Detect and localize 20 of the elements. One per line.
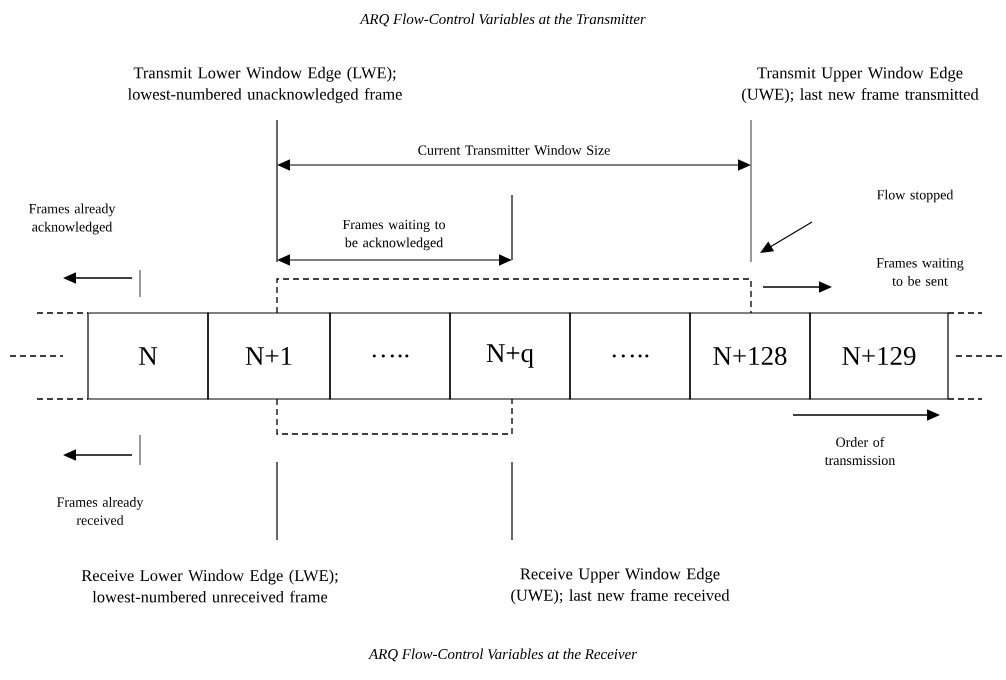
label: Frames already received <box>57 497 144 525</box>
label: Frames already acknowledged <box>29 203 116 235</box>
label: Receive Lower Window Edge (LWE); lowest-numbered unreceived frame <box>81 569 338 603</box>
frame-cell: N+1 <box>207 312 331 400</box>
frame-cell: ….. <box>329 312 451 400</box>
frame-cell: ….. <box>569 312 691 400</box>
title: ARQ Flow-Control Variables at the Transmitter <box>359 13 646 27</box>
label: Flow stopped <box>877 189 954 203</box>
frame-cell: N+129 <box>809 312 949 400</box>
label: Frames waiting to be acknowledged <box>342 219 445 251</box>
caption: ARQ Flow-Control Variables at the Receiver <box>368 648 638 662</box>
label: Order of transmission <box>824 436 896 466</box>
label: Frames waiting to be sent <box>876 258 964 286</box>
frame-cell: N+128 <box>689 312 811 400</box>
frame-cell: N+q <box>449 312 571 400</box>
label: Transmit Upper Window Edge (UWE); last new frame transmitted <box>742 66 979 104</box>
label: Receive Upper Window Edge (UWE); last new frame received <box>511 567 730 605</box>
label: Current Transmitter Window Size <box>418 145 610 155</box>
frame-cell: N <box>87 312 209 400</box>
label: Transmit Lower Window Edge (LWE); lowest-numbered unacknowledged frame <box>127 66 402 104</box>
